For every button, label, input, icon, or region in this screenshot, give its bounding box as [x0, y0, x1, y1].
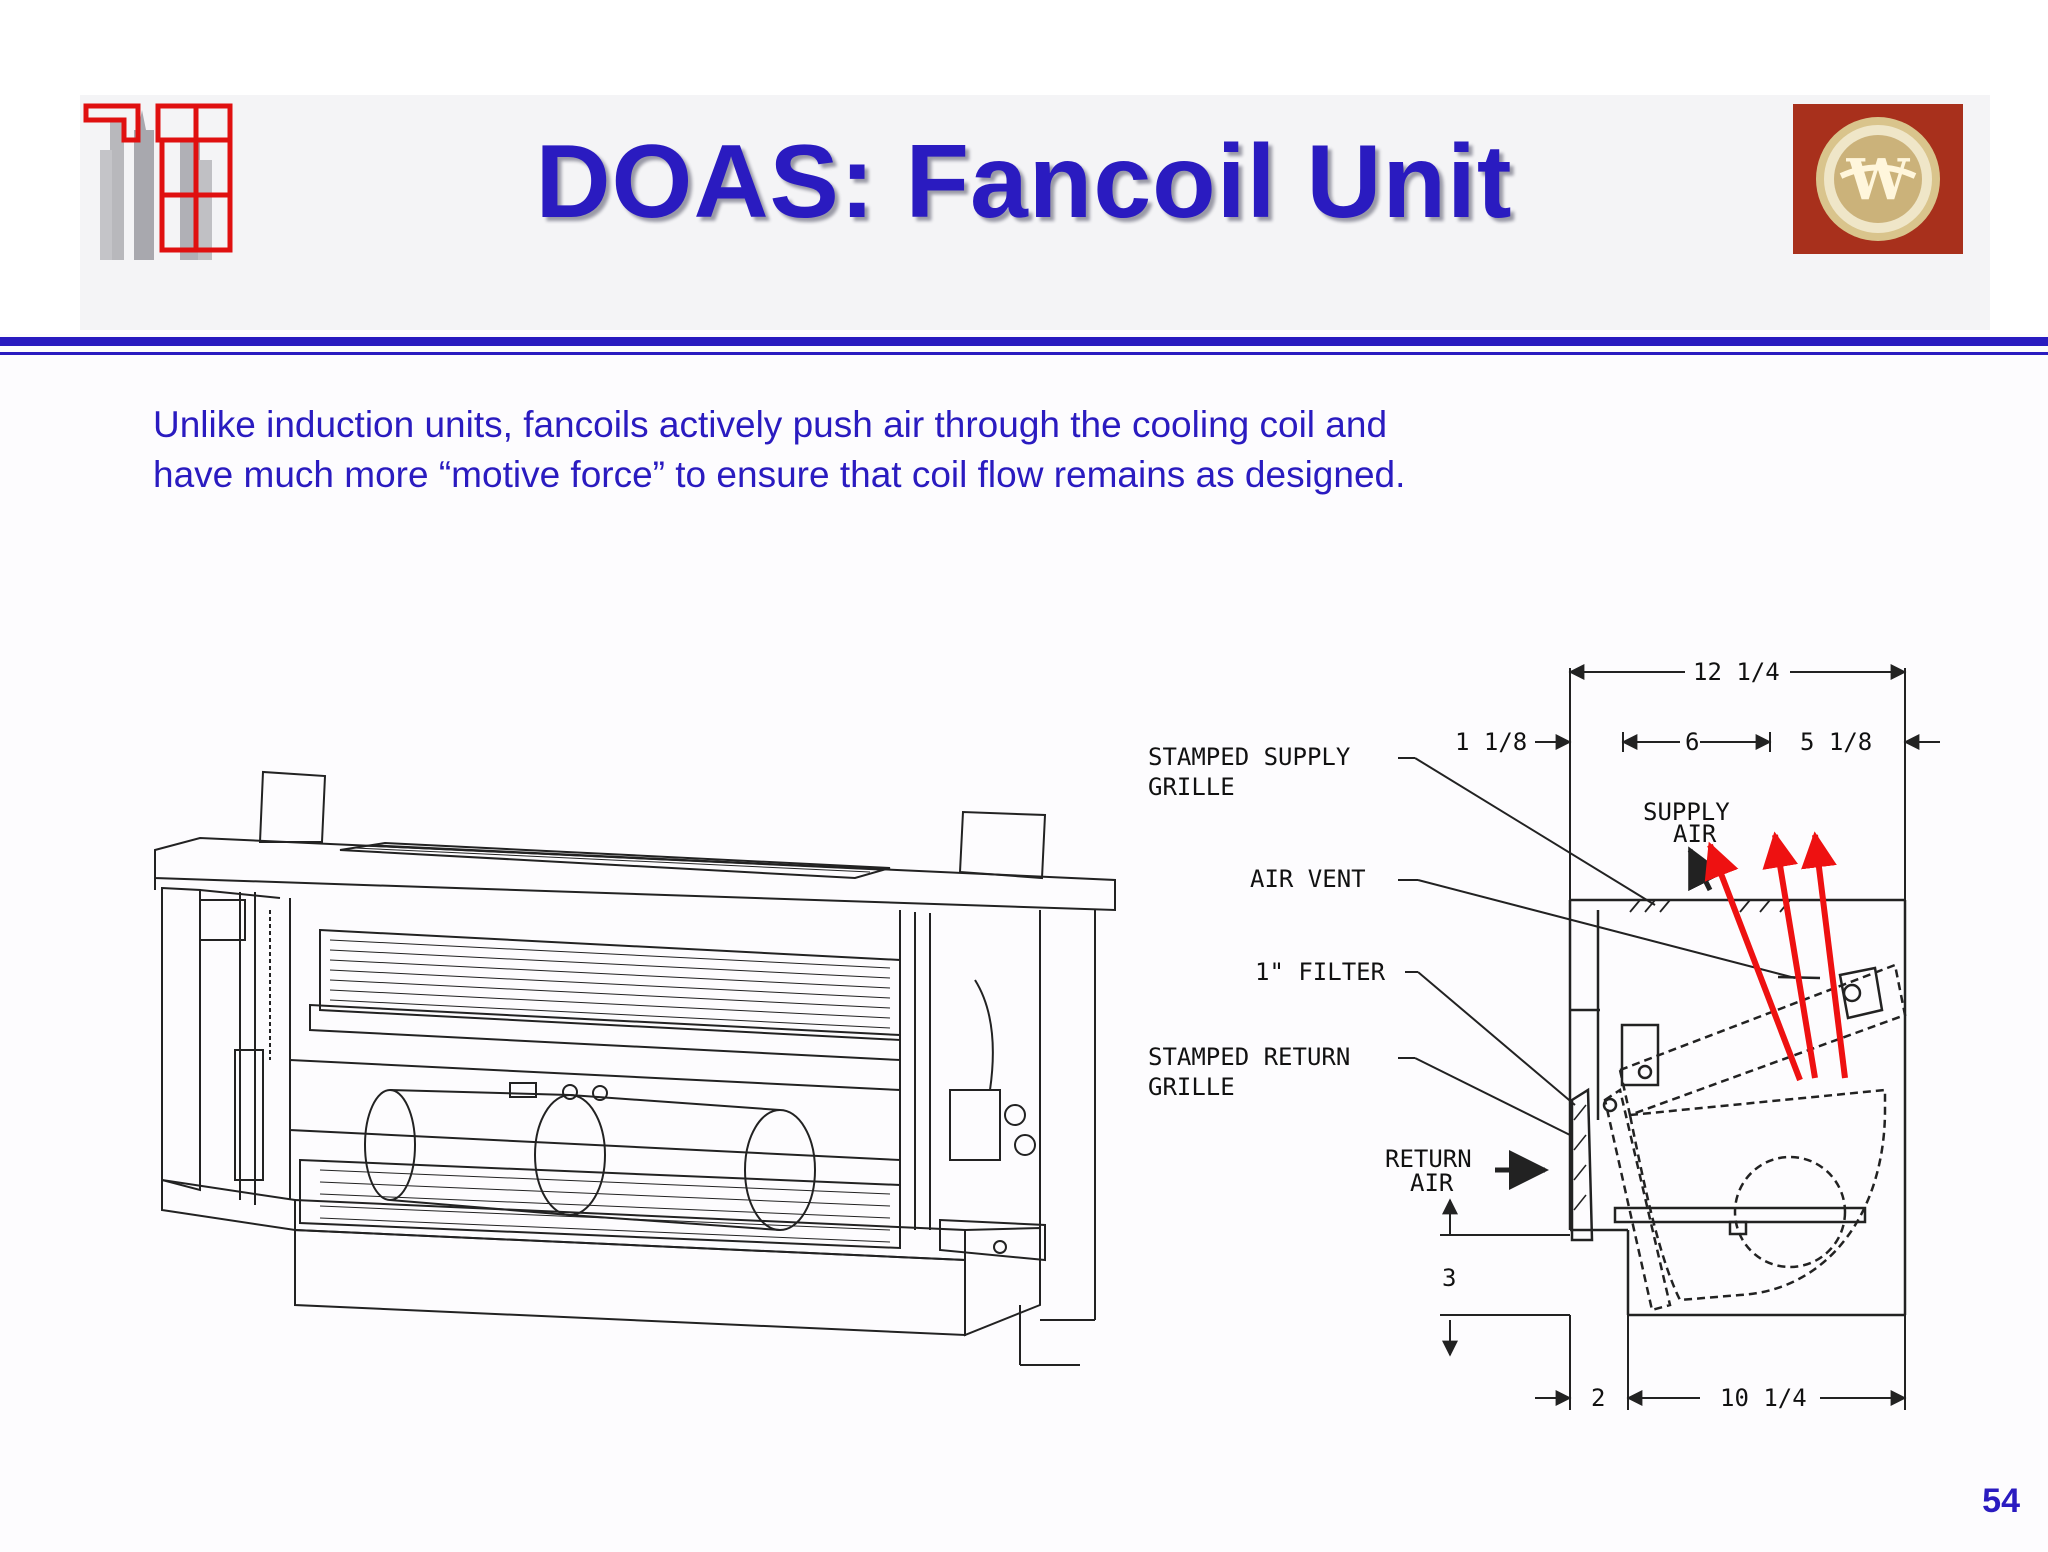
dim-right-offset: 5 1/8	[1800, 728, 1872, 756]
label-stamped-return: STAMPED RETURN	[1148, 1043, 1350, 1071]
label-supply-air-2: AIR	[1673, 820, 1717, 848]
label-filter: 1" FILTER	[1255, 958, 1386, 986]
label-return-air-2: AIR	[1410, 1169, 1454, 1197]
description-line-2: have much more “motive force” to ensure …	[153, 454, 1406, 495]
dim-base-depth: 10 1/4	[1720, 1384, 1807, 1412]
label-supply-grille: GRILLE	[1148, 773, 1235, 801]
description-line-1: Unlike induction units, fancoils activel…	[153, 404, 1388, 445]
dim-toe: 2	[1591, 1384, 1605, 1412]
dim-left-offset: 1 1/8	[1455, 728, 1527, 756]
dim-grille-width: 6	[1685, 728, 1699, 756]
page-title: DOAS: Fancoil Unit	[535, 124, 1513, 240]
label-return-grille: GRILLE	[1148, 1073, 1235, 1101]
page-number: 54	[1982, 1482, 2020, 1520]
section-diagram: STAMPED SUPPLY GRILLE AIR VENT 1" FILTER…	[1148, 658, 1940, 1412]
dim-base-height: 3	[1442, 1264, 1456, 1292]
label-supply-air-1: SUPPLY	[1643, 798, 1730, 826]
fancoil-isometric-illustration	[154, 770, 1116, 1366]
dim-overall-depth: 12 1/4	[1693, 658, 1780, 686]
skyline-logo-icon	[83, 103, 233, 260]
header-shade	[80, 95, 1990, 330]
svg-text:W: W	[1846, 147, 1911, 213]
description: Unlike induction units, fancoils activel…	[153, 400, 1753, 500]
title-rule	[0, 337, 2048, 346]
label-return-air-1: RETURN	[1385, 1145, 1472, 1173]
gold-emblem-icon: W	[1793, 104, 1963, 254]
title-rule-thin	[0, 352, 2048, 355]
label-air-vent: AIR VENT	[1250, 865, 1366, 893]
label-stamped-supply: STAMPED SUPPLY	[1148, 743, 1351, 771]
